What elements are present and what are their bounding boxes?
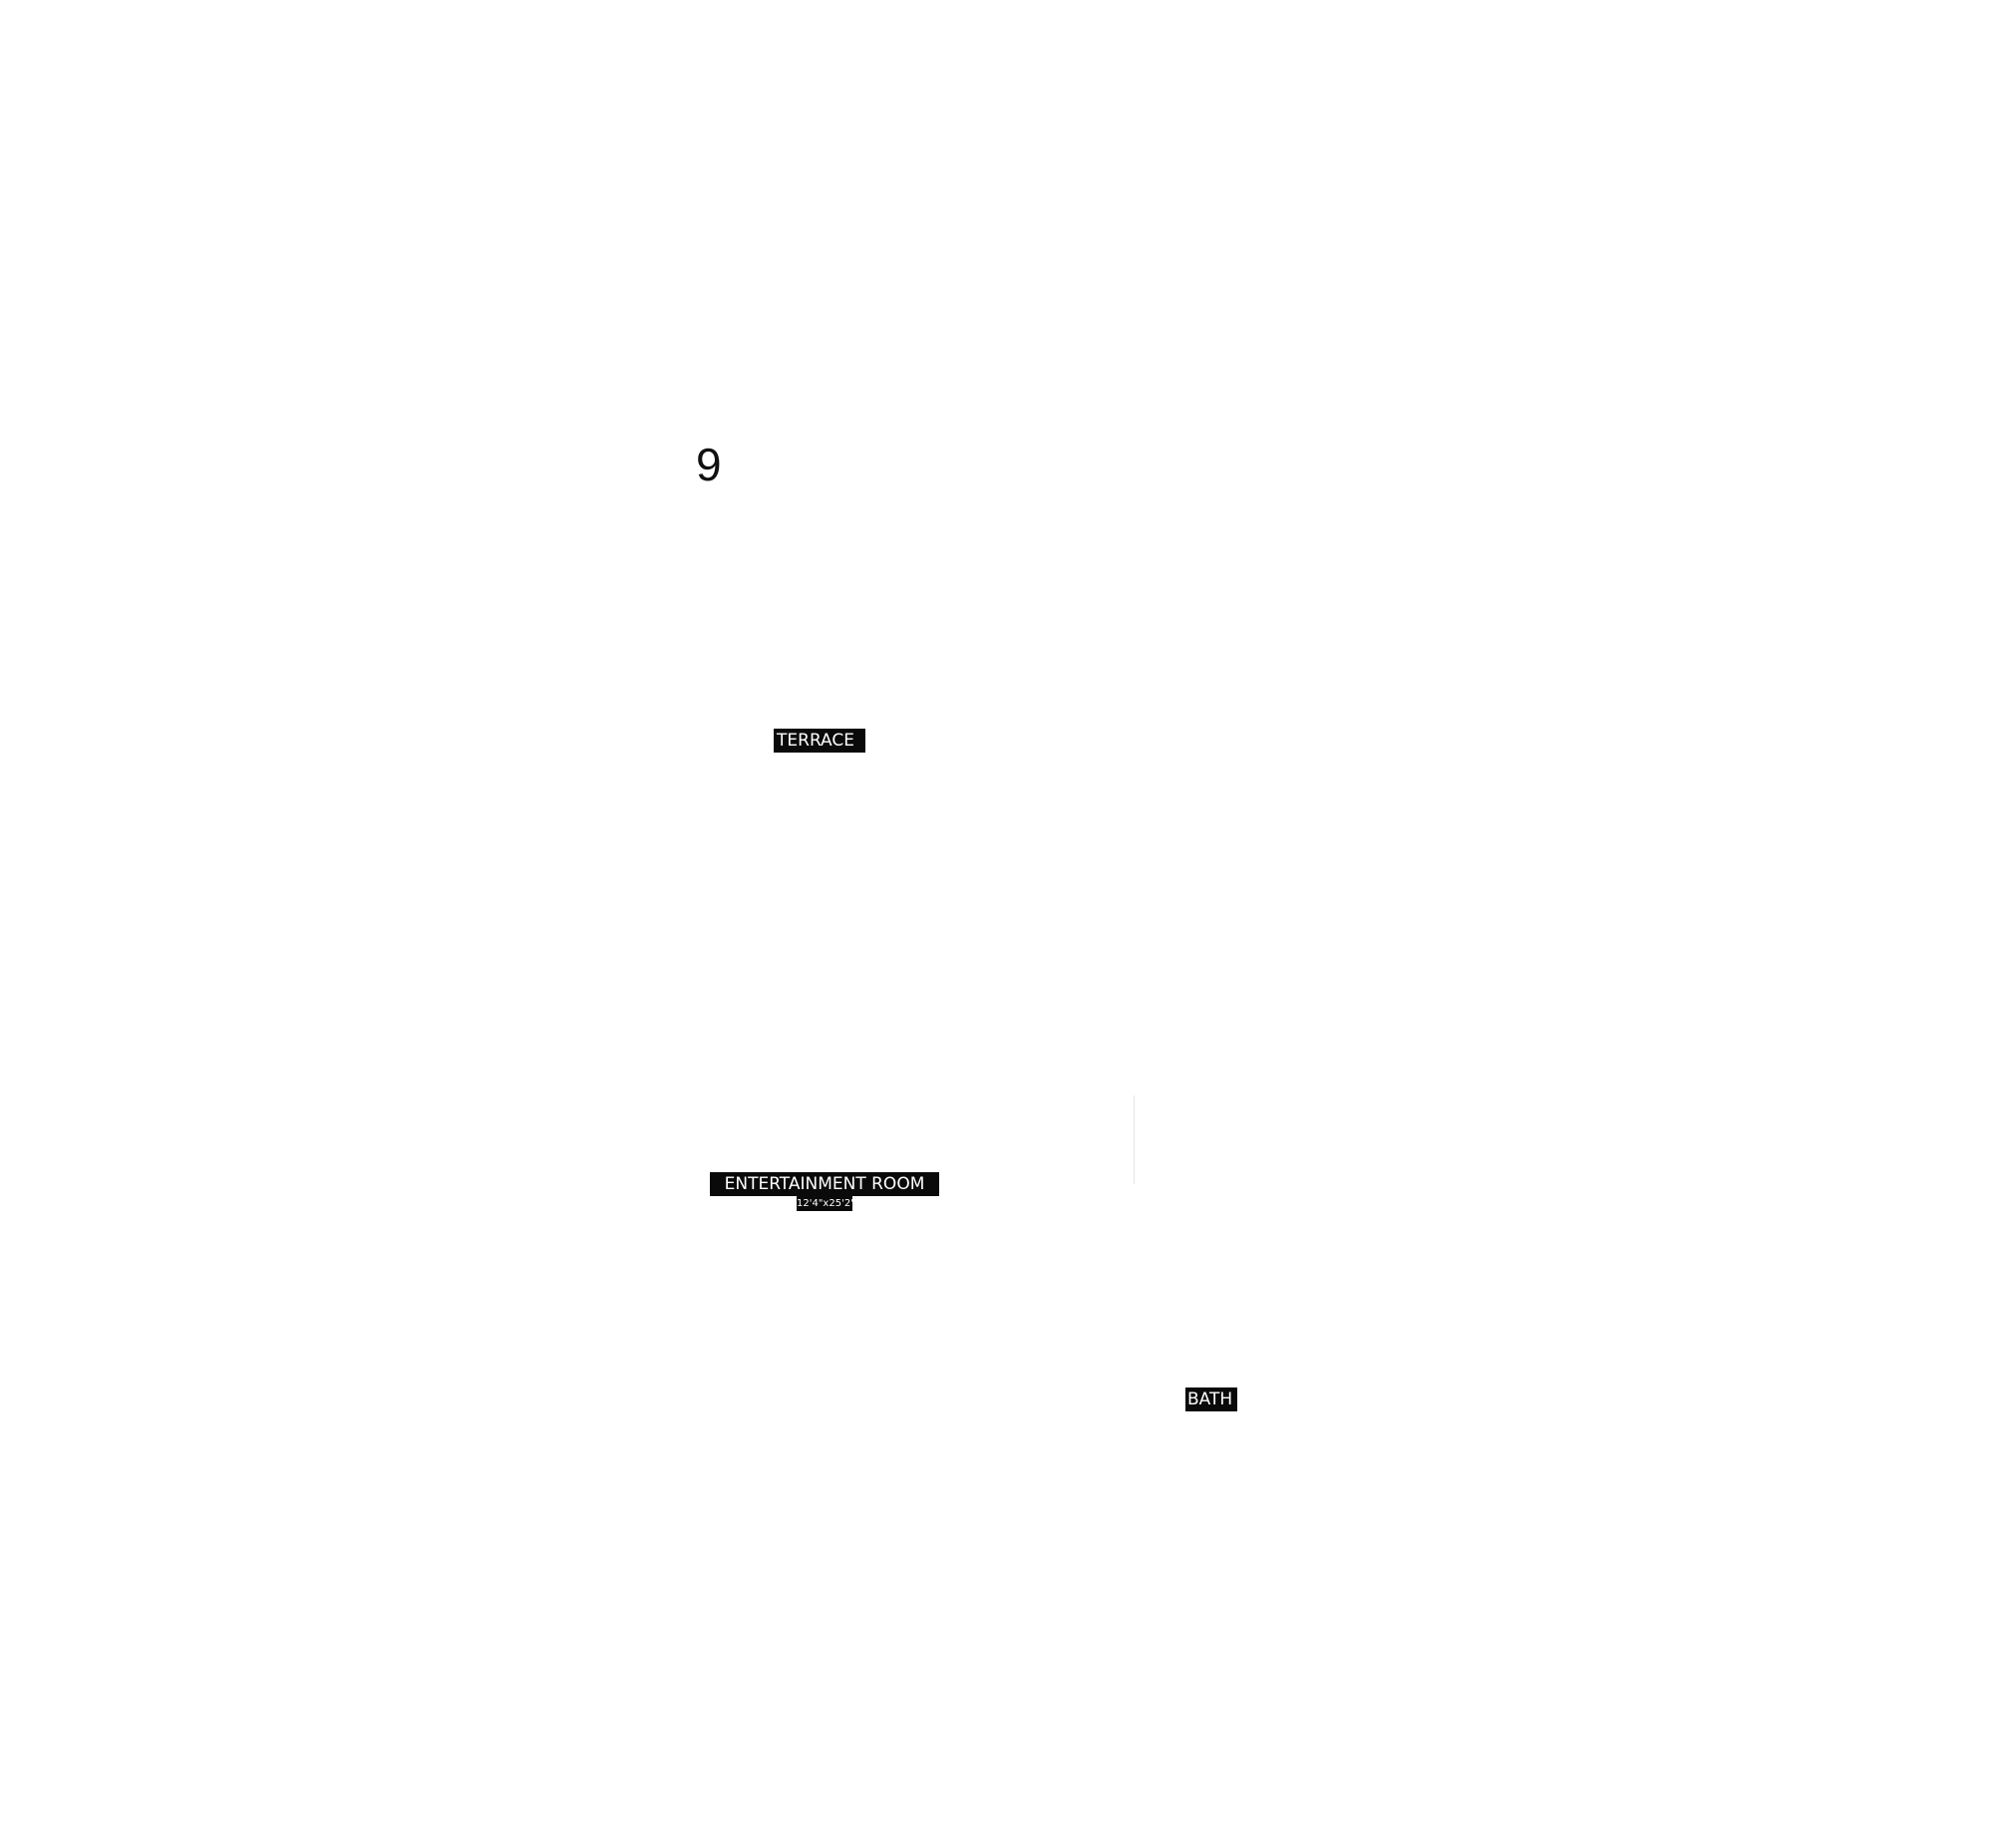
room-label-bath: BATH: [1185, 1387, 1237, 1411]
room-label-entertainment-room: ENTERTAINMENT ROOM: [710, 1172, 939, 1196]
wall-line: [1134, 1095, 1135, 1184]
room-dimensions-entertainment-room: 12'4"x25'2": [797, 1196, 852, 1211]
room-label-terrace: TERRACE: [774, 729, 865, 753]
page-number: 9: [696, 439, 722, 490]
